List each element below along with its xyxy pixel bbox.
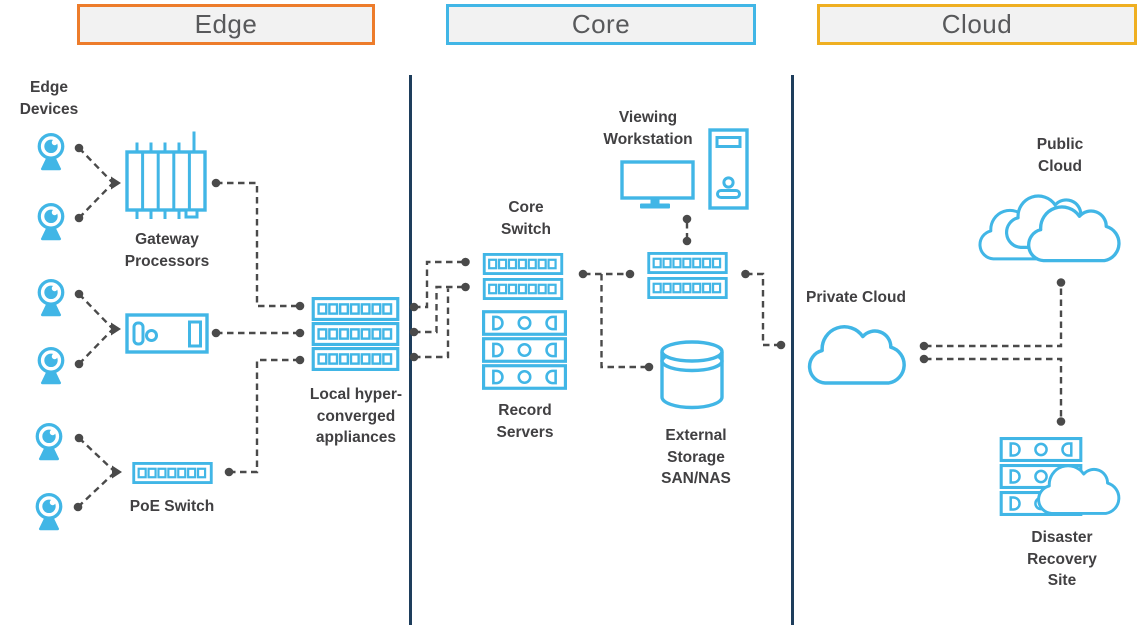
edge-core-divider: [409, 75, 412, 625]
viewing-switch-icon: [647, 277, 728, 299]
private-cloud-icon: [807, 325, 906, 385]
private-cloud-label: Private Cloud: [806, 289, 906, 306]
core-switch-icon: [482, 278, 564, 300]
poe-switch-icon: [132, 462, 213, 484]
tower-icon: [708, 128, 749, 210]
record-server-icon: [482, 337, 567, 363]
connector-privatecloud-drsite: [919, 354, 1066, 426]
record-server-icon: [482, 310, 567, 336]
edge-devices-label: Edge Devices: [19, 79, 79, 118]
connector-appliance3-coreswitch2: [409, 288, 450, 362]
public-cloud-icon: [978, 194, 1121, 263]
local-appliances-label: Local hyper- converged appliances: [309, 386, 403, 447]
gateway-processors-icon: [125, 131, 207, 219]
connector-appliance1-coreswitch1: [409, 257, 470, 312]
camera-icon: [35, 492, 63, 532]
poe-switch-label: PoE Switch: [129, 498, 215, 515]
camera-icon: [37, 278, 65, 318]
external-storage-label: External Storage SAN/NAS: [661, 427, 731, 488]
record-server-icon: [482, 364, 567, 390]
core-section-header: Core: [446, 4, 756, 45]
core-switch-label: Core Switch: [501, 199, 551, 238]
viewing-switch-icon: [647, 252, 728, 274]
connector-poe-appliance3: [224, 355, 305, 477]
hyperconverged-appliance-icon: [311, 297, 400, 321]
connector-coreswitch-storage: [600, 274, 654, 372]
viewing-workstation-label: Viewing Workstation: [603, 109, 693, 148]
connector-coreswitch-viewingswitch: [578, 269, 635, 279]
camera-icon: [37, 346, 65, 386]
connector-cameras-server: [74, 289, 121, 369]
connector-cameras-poe: [73, 433, 122, 512]
camera-icon: [35, 422, 63, 462]
edge-section-header: Edge: [77, 4, 375, 45]
core-switch-icon: [482, 253, 564, 275]
connector-cameras-gateway: [74, 143, 121, 223]
cloud-section-header: Cloud: [817, 4, 1137, 45]
storage-cylinder-icon: [660, 340, 724, 410]
public-cloud-label: Public Cloud: [1036, 136, 1084, 175]
camera-icon: [37, 202, 65, 242]
connector-viewingswitch-privatecloud: [741, 269, 786, 350]
record-servers-label: Record Servers: [496, 402, 554, 441]
disaster-recovery-icon: [999, 437, 1121, 516]
monitor-icon: [620, 160, 695, 209]
dr-server-icon: [999, 437, 1083, 462]
camera-icon: [37, 132, 65, 172]
server-icon: [125, 313, 209, 354]
connector-gateway-appliance1: [211, 178, 305, 311]
connector-appliance2-coreswitch2: [409, 282, 470, 337]
connector-workstation-switch: [682, 214, 692, 246]
hyperconverged-appliance-icon: [311, 322, 400, 346]
connector-server-appliance2: [211, 328, 305, 338]
core-cloud-divider: [791, 75, 794, 625]
connector-privatecloud-publiccloud: [919, 278, 1066, 351]
hyperconverged-appliance-icon: [311, 347, 400, 371]
disaster-recovery-label: Disaster Recovery Site: [1027, 529, 1097, 590]
gateway-processors-label: Gateway Processors: [124, 231, 210, 270]
